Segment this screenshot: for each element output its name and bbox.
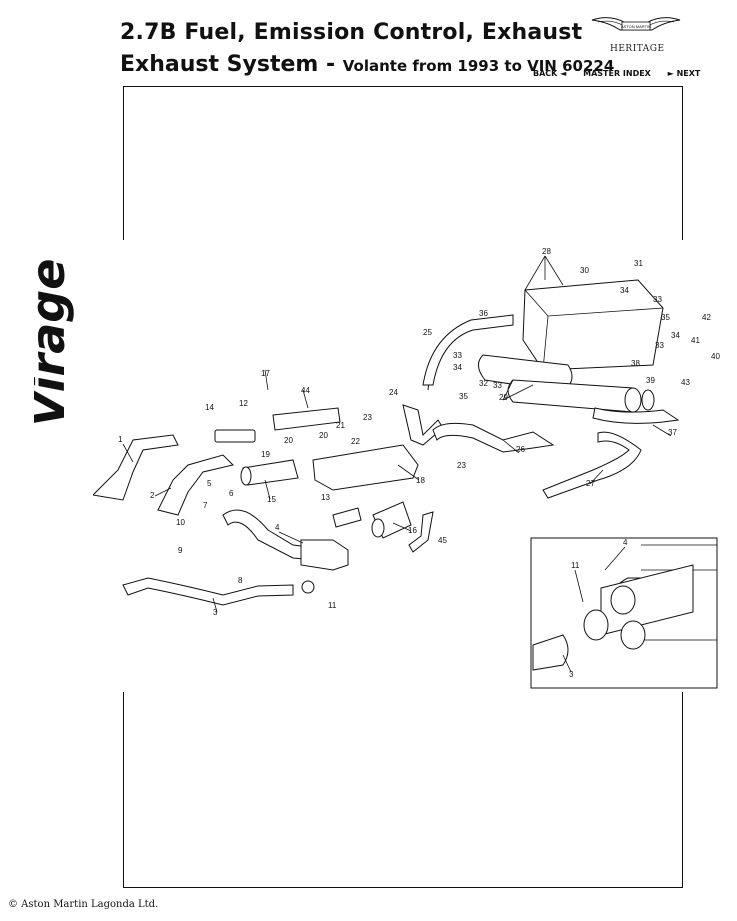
callout-35a: 35 (459, 392, 468, 401)
callout-13: 13 (321, 493, 330, 502)
callout-21: 21 (336, 421, 345, 430)
next-link[interactable]: ► NEXT (668, 69, 701, 78)
callout-20: 20 (284, 436, 293, 445)
callout-24: 24 (389, 388, 398, 397)
page-title-subsection: Exhaust System - Volante from 1993 to VI… (120, 52, 614, 77)
callout-45: 45 (438, 536, 447, 545)
callout-39: 39 (646, 376, 655, 385)
heritage-label: HERITAGE (610, 44, 665, 54)
callout-30: 30 (580, 266, 589, 275)
callout-28: 28 (542, 247, 551, 256)
leader-lines (122, 255, 672, 613)
callout-33d: 33 (493, 381, 502, 390)
inset-label-4: 4 (623, 538, 628, 547)
callout-37: 37 (668, 428, 677, 437)
callout-1: 1 (118, 435, 123, 444)
page-title-main: Exhaust System - (120, 52, 343, 77)
callout-38: 38 (631, 359, 640, 368)
callout-2: 2 (150, 491, 155, 500)
callout-8: 8 (238, 576, 243, 585)
page-title-sub: Volante from 1993 to VIN 60224 (342, 57, 615, 75)
copyright-notice: © Aston Martin Lagonda Ltd. (8, 899, 159, 910)
callout-35b: 35 (661, 313, 670, 322)
virage-brand-logo: Virage (34, 259, 75, 427)
callout-16: 16 (408, 526, 417, 535)
virage-brand-text: Virage (34, 259, 75, 427)
callout-20b: 20 (319, 431, 328, 440)
callout-19: 19 (261, 450, 270, 459)
callout-7: 7 (203, 501, 208, 510)
callout-5: 5 (207, 479, 212, 488)
callout-22: 22 (351, 437, 360, 446)
callout-33c: 33 (655, 341, 664, 350)
inset-label-11: 11 (571, 561, 580, 570)
callout-15: 15 (267, 495, 276, 504)
callout-23b: 23 (457, 461, 466, 470)
callout-26: 26 (516, 445, 525, 454)
back-link[interactable]: BACK ◄ (533, 69, 566, 78)
navigation-bar: BACK ◄ MASTER INDEX ► NEXT (533, 69, 700, 78)
callout-6: 6 (229, 489, 234, 498)
back-arrow-icon: ◄ (560, 69, 567, 78)
rear-silencers (478, 354, 655, 413)
callout-23a: 23 (363, 413, 372, 422)
callout-18: 18 (416, 476, 425, 485)
callout-14: 14 (205, 403, 214, 412)
callout-29: 29 (499, 393, 508, 402)
callout-31: 31 (634, 259, 643, 268)
next-label: NEXT (676, 69, 701, 78)
inset-label-3: 3 (569, 670, 574, 679)
callout-34c: 34 (671, 331, 680, 340)
back-label: BACK (533, 69, 558, 78)
detail-inset: 4 11 3 (530, 537, 718, 689)
page-title-section: 2.7B Fuel, Emission Control, Exhaust (120, 20, 583, 45)
callout-40: 40 (711, 352, 720, 361)
callout-34b: 34 (453, 363, 462, 372)
callout-3: 3 (213, 608, 218, 617)
callout-33a: 33 (653, 295, 662, 304)
callout-44: 44 (301, 386, 310, 395)
callout-41: 41 (691, 336, 700, 345)
callout-9: 9 (178, 546, 183, 555)
callout-4: 4 (275, 523, 280, 532)
rear-silencer-box (522, 279, 664, 371)
callout-43: 43 (681, 378, 690, 387)
callout-10: 10 (176, 518, 185, 527)
callout-11: 11 (328, 601, 337, 610)
callout-12: 12 (239, 399, 248, 408)
callout-32: 32 (479, 379, 488, 388)
next-arrow-icon: ► (667, 69, 674, 78)
callout-36: 36 (479, 309, 488, 318)
logo-text: ASTON MARTIN (621, 24, 651, 29)
callout-34a: 34 (620, 286, 629, 295)
callout-33b: 33 (453, 351, 462, 360)
aston-martin-wings-logo: ASTON MARTIN (591, 17, 681, 31)
exhaust-system-diagram: 4 11 3 1 2 3 4 5 6 7 8 9 10 11 12 13 14 … (93, 240, 720, 692)
callout-42: 42 (702, 313, 711, 322)
callout-25: 25 (423, 328, 432, 337)
master-index-link[interactable]: MASTER INDEX (583, 69, 651, 78)
